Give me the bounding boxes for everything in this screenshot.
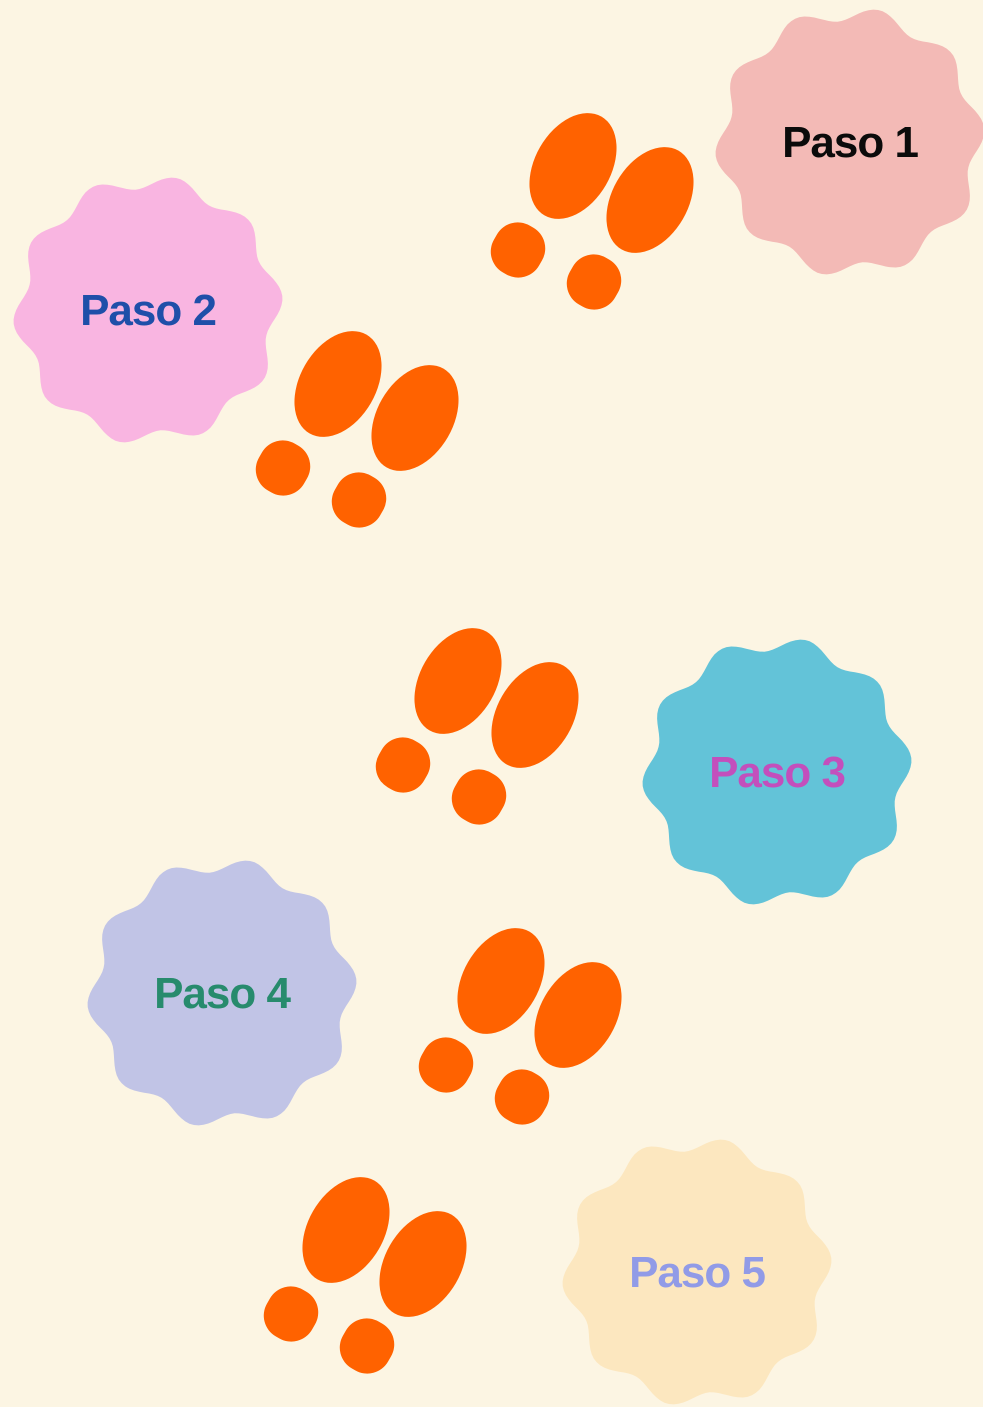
step-badge-1: Paso 1	[715, 9, 983, 275]
step-label-3: Paso 3	[709, 748, 845, 797]
footprints-icon	[409, 912, 640, 1134]
wavy-badge-shape	[87, 860, 357, 1126]
step-label-2: Paso 2	[80, 286, 216, 335]
footprints-icon	[246, 315, 477, 537]
wavy-badge-shape	[642, 639, 912, 905]
footprints-icon	[254, 1161, 485, 1383]
step-label-5: Paso 5	[629, 1248, 765, 1297]
step-label-1: Paso 1	[782, 118, 918, 167]
wavy-badge-shape	[715, 9, 983, 275]
footprints-icon	[481, 97, 712, 319]
step-badge-4: Paso 4	[87, 860, 357, 1126]
wavy-badge-shape	[562, 1139, 832, 1405]
step-badge-2: Paso 2	[13, 177, 283, 443]
step-label-4: Paso 4	[154, 969, 291, 1018]
wavy-badge-shape	[13, 177, 283, 443]
step-badge-5: Paso 5	[562, 1139, 832, 1405]
step-badge-3: Paso 3	[642, 639, 912, 905]
footprints-icon	[366, 612, 597, 834]
